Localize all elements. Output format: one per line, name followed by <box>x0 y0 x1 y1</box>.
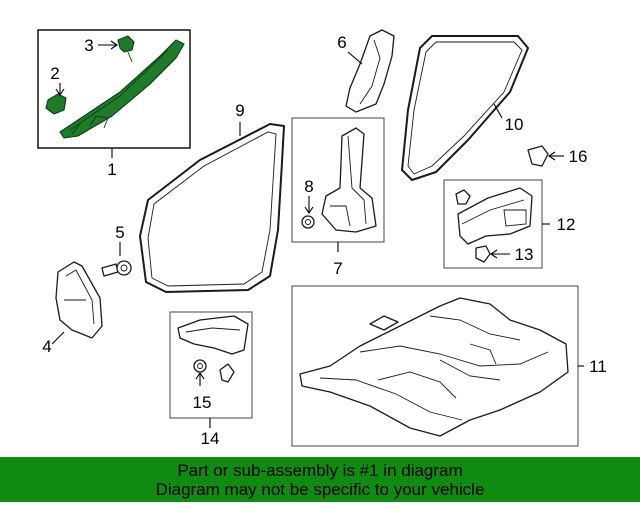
part-10-group[interactable]: 10 <box>401 35 529 181</box>
callout-9: 9 <box>235 101 244 120</box>
rear-door-weatherstrip[interactable] <box>401 35 529 181</box>
callout-3: 3 <box>84 36 93 55</box>
part-1-group[interactable]: 2 3 1 <box>37 29 191 179</box>
banner-line-2: Diagram may not be specific to your vehi… <box>155 480 485 499</box>
part-1-box <box>37 29 191 149</box>
callout-12: 12 <box>557 215 576 234</box>
part-4-group[interactable]: 4 <box>42 261 103 356</box>
clip-part-14[interactable] <box>219 363 235 383</box>
clip-part-2[interactable] <box>45 93 67 115</box>
clip-part-12-top[interactable] <box>455 189 471 205</box>
callout-15: 15 <box>193 393 212 412</box>
callout-4: 4 <box>42 337 51 356</box>
part-9-group[interactable]: 9 <box>139 101 285 293</box>
rear-side-trim[interactable] <box>457 187 533 245</box>
part-14-group[interactable]: 15 14 <box>169 311 253 448</box>
parts-diagram: 2 3 1 6 10 16 9 <box>37 29 607 448</box>
callout-2: 2 <box>50 64 59 83</box>
clip-part-15[interactable] <box>193 359 207 373</box>
callout-13: 13 <box>515 245 534 264</box>
callout-6: 6 <box>337 33 346 52</box>
callout-14: 14 <box>201 429 220 448</box>
bolt-part-5[interactable] <box>101 263 119 277</box>
screw-part-3[interactable] <box>117 35 135 53</box>
clip-part-8[interactable] <box>301 215 315 229</box>
sill-trim-front[interactable] <box>177 315 249 355</box>
part-16-group[interactable]: 16 <box>527 145 588 167</box>
pillar-garnish[interactable] <box>59 39 185 139</box>
callout-7: 7 <box>333 259 342 278</box>
callout-5: 5 <box>115 223 124 242</box>
part-6-group[interactable]: 6 <box>337 29 395 113</box>
callout-16: 16 <box>569 147 588 166</box>
part-7-group[interactable]: 8 7 <box>291 117 385 278</box>
upper-pillar-trim[interactable] <box>345 29 395 113</box>
front-door-weatherstrip[interactable] <box>139 123 285 293</box>
part-5-group[interactable]: 5 <box>101 223 132 277</box>
info-banner: Part or sub-assembly is #1 in diagram Di… <box>0 457 640 502</box>
floor-pad[interactable] <box>369 315 399 331</box>
callout-11: 11 <box>589 357 607 376</box>
callout-1: 1 <box>107 160 116 179</box>
part-12-group[interactable]: 13 12 <box>443 179 576 269</box>
clip-part-16[interactable] <box>527 145 549 167</box>
part-11-group[interactable]: 11 <box>291 285 607 447</box>
floor-carpet[interactable] <box>299 297 569 437</box>
callout-10: 10 <box>505 115 524 134</box>
clip-part-13[interactable] <box>475 245 491 263</box>
part-14-box <box>169 311 253 419</box>
callout-8: 8 <box>304 177 313 196</box>
banner-line-1: Part or sub-assembly is #1 in diagram <box>177 461 463 480</box>
